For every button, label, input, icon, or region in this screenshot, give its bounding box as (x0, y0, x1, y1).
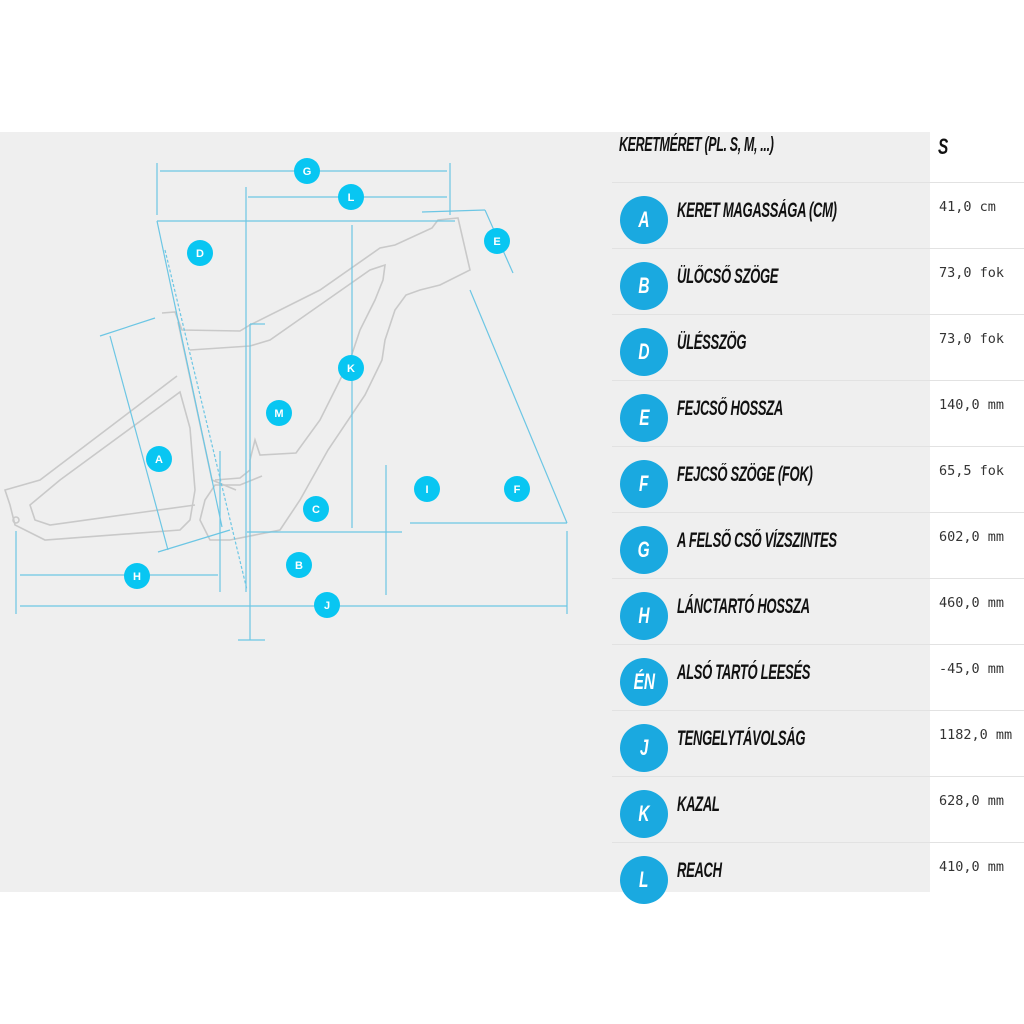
svg-text:I: I (425, 484, 428, 496)
letter-badge: ÉN (620, 658, 668, 706)
marker-b: B (286, 552, 312, 578)
measurement-value: 73,0 fok (939, 265, 1005, 281)
measurement-label: TENGELYTÁVOLSÁG (677, 727, 806, 750)
measurement-label: KAZAL (677, 793, 720, 816)
measurement-value: 73,0 fok (939, 331, 1005, 347)
geometry-row: A KERET MAGASSÁGA (CM) 41,0 cm (612, 182, 1024, 249)
svg-text:D: D (196, 248, 204, 260)
geometry-row: ÉN ALSÓ TARTÓ LEESÉS -45,0 mm (612, 644, 1024, 711)
measurement-value: 602,0 mm (939, 529, 1005, 545)
frame-geometry-diagram: G L D E K M A C I F B H J (3, 158, 568, 641)
svg-text:F: F (514, 484, 521, 496)
marker-a: A (146, 446, 172, 472)
measurement-label: FEJCSŐ HOSSZA (677, 397, 783, 420)
letter-badge: F (620, 460, 668, 508)
letter-badge: K (620, 790, 668, 838)
svg-text:K: K (347, 363, 355, 375)
measurement-label: KERET MAGASSÁGA (CM) (677, 199, 837, 222)
diagram-markers: G L D E K M A C I F B H J (124, 158, 530, 618)
measurement-value: 1182,0 mm (939, 727, 1013, 743)
svg-text:M: M (274, 408, 283, 420)
letter-badge: L (620, 856, 668, 904)
measurement-value: 460,0 mm (939, 595, 1005, 611)
geometry-row: L REACH 410,0 mm (612, 842, 1024, 909)
marker-g: G (294, 158, 320, 184)
svg-text:J: J (324, 600, 330, 612)
marker-k: K (338, 355, 364, 381)
marker-i: I (414, 476, 440, 502)
marker-c: C (303, 496, 329, 522)
frame-size-value: S (938, 134, 949, 159)
svg-text:C: C (312, 504, 320, 516)
measurement-label: ÜLŐCSŐ SZÖGE (677, 265, 779, 288)
svg-text:L: L (348, 192, 355, 204)
svg-text:B: B (295, 560, 303, 572)
svg-text:H: H (133, 571, 141, 583)
marker-h: H (124, 563, 150, 589)
measurement-value: 410,0 mm (939, 859, 1005, 875)
marker-l: L (338, 184, 364, 210)
geometry-row: F FEJCSŐ SZÖGE (FOK) 65,5 fok (612, 446, 1024, 513)
letter-badge: H (620, 592, 668, 640)
letter-badge: A (620, 196, 668, 244)
frame-size-header: KERETMÉRET (PL. S, M, ...) (619, 134, 774, 156)
svg-text:G: G (303, 166, 312, 178)
measurement-value: 65,5 fok (939, 463, 1005, 479)
letter-badge: D (620, 328, 668, 376)
marker-d: D (187, 240, 213, 266)
marker-e: E (484, 228, 510, 254)
geometry-row: E FEJCSŐ HOSSZA 140,0 mm (612, 380, 1024, 447)
marker-j: J (314, 592, 340, 618)
marker-f: F (504, 476, 530, 502)
frame-outline (3, 217, 471, 541)
geometry-row: G A FELSŐ CSŐ VÍZSZINTES 602,0 mm (612, 512, 1024, 579)
measurement-value: 140,0 mm (939, 397, 1005, 413)
geometry-row: K KAZAL 628,0 mm (612, 776, 1024, 843)
letter-badge: J (620, 724, 668, 772)
letter-badge: E (620, 394, 668, 442)
measurement-label: ÜLÉSSZÖG (677, 331, 747, 354)
letter-badge: G (620, 526, 668, 574)
measurement-label: FEJCSŐ SZÖGE (FOK) (677, 463, 813, 486)
measurement-label: A FELSŐ CSŐ VÍZSZINTES (677, 529, 837, 552)
dimension-lines (15, 163, 568, 641)
svg-text:A: A (155, 454, 163, 466)
measurement-label: LÁNCTARTÓ HOSSZA (677, 595, 810, 618)
measurement-value: 628,0 mm (939, 793, 1005, 809)
geometry-row: D ÜLÉSSZÖG 73,0 fok (612, 314, 1024, 381)
measurement-value: -45,0 mm (939, 661, 1005, 677)
measurement-label: ALSÓ TARTÓ LEESÉS (677, 661, 811, 684)
measurement-value: 41,0 cm (939, 199, 996, 215)
geometry-row: J TENGELYTÁVOLSÁG 1182,0 mm (612, 710, 1024, 777)
geometry-row: H LÁNCTARTÓ HOSSZA 460,0 mm (612, 578, 1024, 645)
letter-badge: B (620, 262, 668, 310)
svg-text:E: E (493, 236, 500, 248)
measurement-label: REACH (677, 859, 722, 882)
marker-m: M (266, 400, 292, 426)
geometry-row: B ÜLŐCSŐ SZÖGE 73,0 fok (612, 248, 1024, 315)
